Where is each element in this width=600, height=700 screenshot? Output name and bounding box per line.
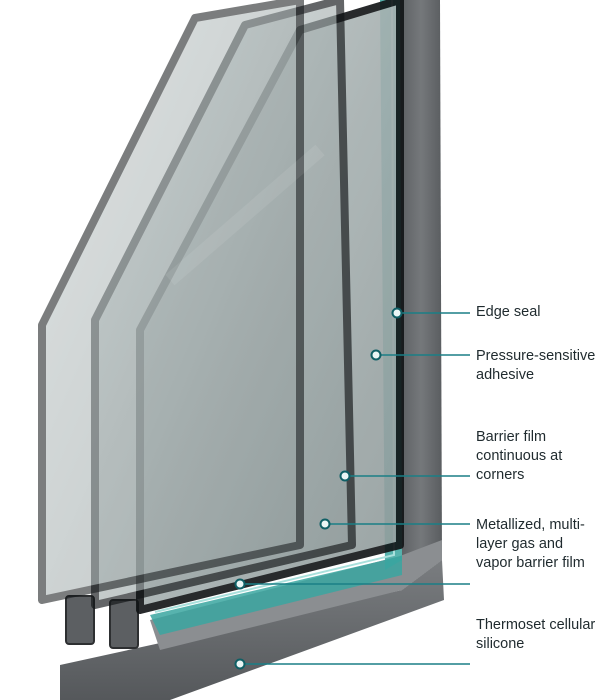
leader-dot-metallized — [319, 518, 331, 530]
callout-label-metallized: Metallized, multi-layer gas and vapor ba… — [476, 517, 585, 571]
leader-dot-barrier-corners — [339, 470, 351, 482]
seal-layer-bottom — [150, 556, 402, 635]
callout-label-barrier-corners: Barrier film continuous at corners — [476, 429, 563, 483]
spacer-left — [65, 595, 95, 645]
callout-label-silicone: Thermoset cellular silicone — [476, 617, 596, 652]
leader-dot-edge-seal — [391, 307, 403, 319]
leader-dot-adhesive — [370, 349, 382, 361]
leader-dot-silicone-2 — [234, 658, 246, 670]
glass-pane-front — [38, 0, 304, 604]
callout-label-edge-seal: Edge seal — [476, 304, 541, 320]
callout-label-adhesive: Pressure-sensitive adhesive — [476, 348, 596, 383]
spacer-right — [109, 599, 139, 649]
leader-dot-silicone — [234, 578, 246, 590]
glass-reflection — [165, 144, 325, 286]
frame-base — [60, 560, 444, 700]
callout-leaders — [234, 307, 470, 670]
frame-side — [400, 0, 442, 590]
